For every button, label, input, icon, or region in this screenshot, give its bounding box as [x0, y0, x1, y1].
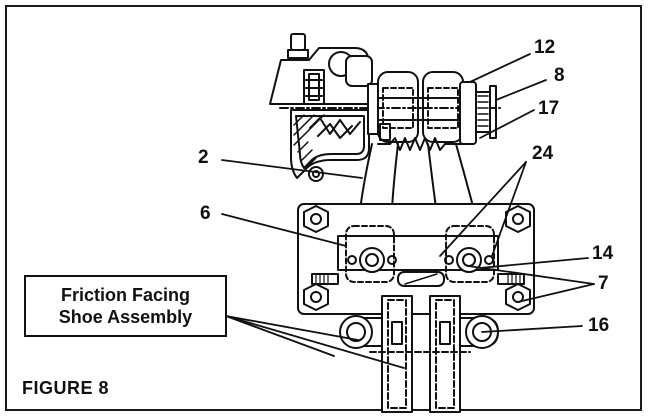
hex-bolts: [303, 205, 531, 311]
callout-24: 24: [532, 143, 554, 164]
carrier-plate: [297, 203, 535, 315]
callout-12: 12: [534, 37, 556, 58]
friction-shoes: [339, 295, 499, 413]
figure-frame: [5, 5, 642, 411]
callout-8: 8: [554, 65, 565, 86]
caption-line-1: Friction Facing: [60, 285, 190, 305]
callout-6: 6: [200, 203, 211, 224]
actuator-housing: [269, 33, 373, 182]
callout-16: 16: [588, 315, 610, 336]
cam-shaft-assembly: [279, 71, 501, 151]
callout-7: 7: [598, 273, 609, 294]
leader-lines: [221, 53, 595, 369]
callout-2: 2: [198, 147, 209, 168]
figure-title: FIGURE 8: [22, 378, 110, 398]
callout-14: 14: [592, 243, 614, 264]
friction-facing-caption: Friction Facing Shoe Assembly: [24, 275, 227, 337]
callout-17: 17: [538, 98, 560, 119]
caption-line-2: Shoe Assembly: [58, 307, 193, 327]
